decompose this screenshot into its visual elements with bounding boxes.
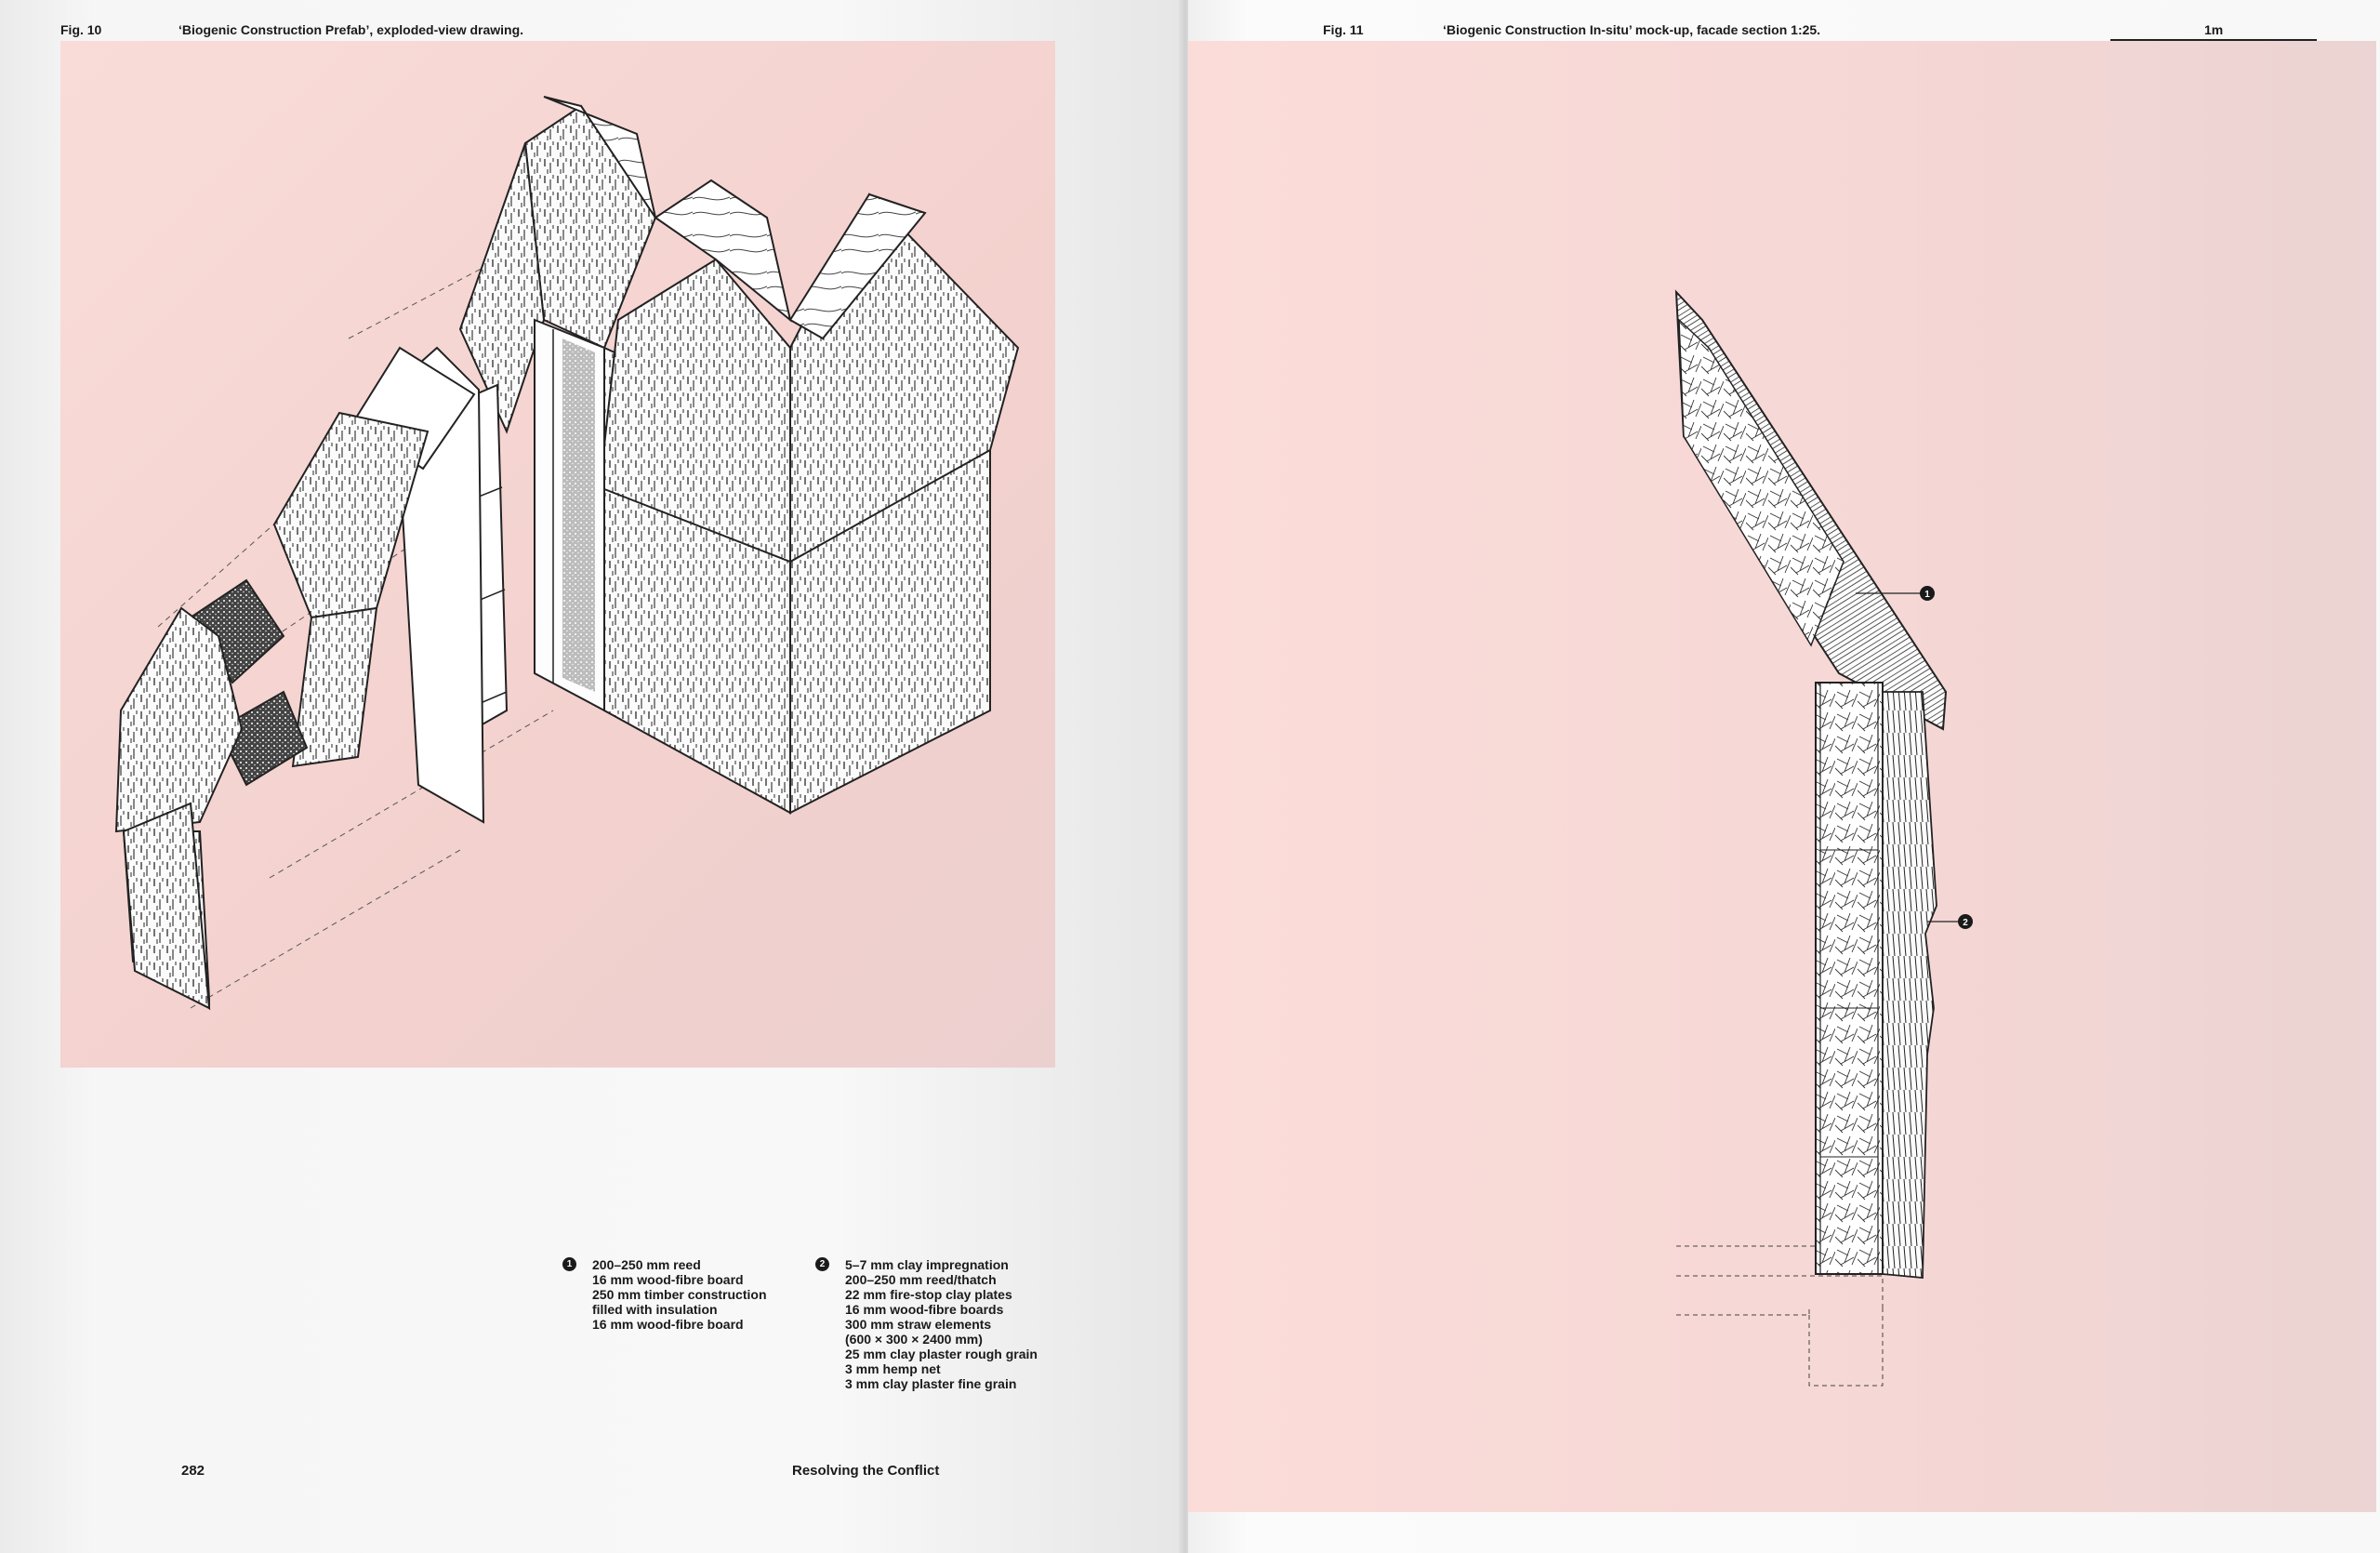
exploded-view-illustration — [114, 96, 1020, 1011]
callout-marker-2: 2 — [815, 1257, 829, 1271]
facade-section-illustration: 1 2 — [1674, 289, 1973, 1387]
legend-line: (600 × 300 × 2400 mm) — [845, 1332, 983, 1347]
legend-line: 25 mm clay plaster rough grain — [845, 1347, 1038, 1361]
scale-bar — [2110, 39, 2317, 41]
figure-caption: ‘Biogenic Construction Prefab’, exploded… — [178, 22, 524, 37]
callout-2-dot — [1958, 914, 1973, 929]
callout-marker-1: 1 — [562, 1257, 576, 1271]
legend-line: 200–250 mm reed/thatch — [845, 1272, 997, 1287]
figure-number: Fig. 11 — [1323, 22, 1364, 37]
legend-line: 3 mm hemp net — [845, 1361, 941, 1376]
callout-1-label: 1 — [1924, 590, 1930, 600]
page-number: 282 — [181, 1463, 205, 1479]
legend-line: 200–250 mm reed — [592, 1257, 701, 1272]
figure-number: Fig. 10 — [60, 22, 102, 37]
legend-line: 16 mm wood-fibre board — [592, 1317, 744, 1332]
legend-item-1: 1 200–250 mm reed 16 mm wood-fibre board… — [562, 1257, 767, 1332]
legend-line: 16 mm wood-fibre board — [592, 1272, 744, 1287]
legend-line: filled with insulation — [592, 1302, 718, 1317]
legend-line: 22 mm fire-stop clay plates — [845, 1287, 1012, 1302]
scale-bar-label: 1m — [2204, 22, 2224, 37]
exploded-view-drawing — [60, 41, 1055, 1068]
legend-item-2: 2 5–7 mm clay impregnation 200–250 mm re… — [815, 1257, 1038, 1391]
right-page: Fig. 11 ‘Biogenic Construction In-situ’ … — [1188, 0, 2380, 1553]
facade-section-drawing: 1 2 — [1188, 41, 2376, 1512]
legend-line: 5–7 mm clay impregnation — [845, 1257, 1009, 1272]
running-title: Resolving the Conflict — [792, 1463, 940, 1479]
figure-caption: ‘Biogenic Construction In-situ’ mock-up,… — [1443, 22, 1821, 37]
legend-line: 250 mm timber construction — [592, 1287, 767, 1302]
callout-2-label: 2 — [1963, 918, 1968, 928]
legend-line: 3 mm clay plaster fine grain — [845, 1376, 1017, 1391]
legend-line: 300 mm straw elements — [845, 1317, 992, 1332]
legend-line: 16 mm wood-fibre boards — [845, 1302, 1004, 1317]
left-page: Fig. 10 ‘Biogenic Construction Prefab’, … — [0, 0, 1185, 1553]
callout-1-dot — [1920, 586, 1935, 601]
